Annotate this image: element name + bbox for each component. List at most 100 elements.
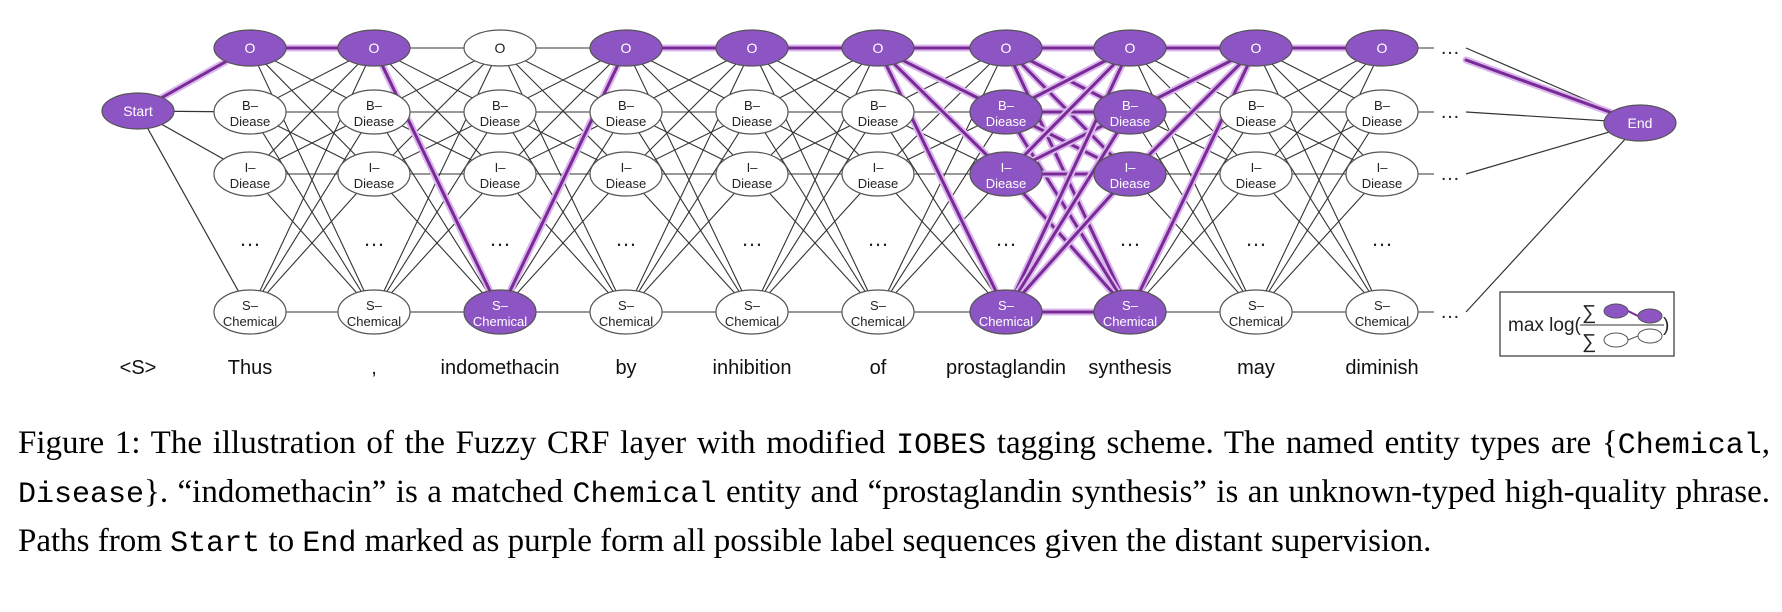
ellipsis-label: … [615, 226, 637, 251]
node-label: Diease [1236, 176, 1276, 191]
ellipsis-label: … [1440, 163, 1460, 185]
caption-code: Start [170, 527, 261, 561]
caption-text: marked as purple form all possible label… [356, 523, 1432, 559]
purple-path-segment [1004, 46, 1132, 314]
objective-formula: max log(∑∑) [1499, 291, 1675, 357]
node-label: S– [1248, 298, 1265, 313]
caption-code: Chemical [572, 478, 717, 512]
transition-line [751, 173, 879, 313]
state-node [1093, 89, 1167, 135]
caption-text: to [260, 523, 303, 559]
state-node [841, 289, 915, 335]
ellipsis-label: … [363, 226, 385, 251]
ellipsis-label: … [1440, 301, 1460, 323]
node-label: B– [242, 98, 259, 113]
node-label: I– [1377, 160, 1389, 175]
node-label: S– [1374, 298, 1391, 313]
sum-symbol: ∑ [1582, 302, 1596, 324]
state-node [337, 89, 411, 135]
node-label: Chemical [473, 314, 527, 329]
token-word: indomethacin [441, 357, 560, 379]
transition-line [751, 47, 879, 313]
caption-code: Disease [18, 478, 145, 512]
node-label: I– [1125, 160, 1137, 175]
ellipsis-label: … [867, 226, 889, 251]
transition-line [373, 173, 501, 313]
node-label: O [873, 40, 884, 56]
state-node [1093, 29, 1167, 67]
node-label: I– [621, 160, 633, 175]
node-label: I– [1001, 160, 1013, 175]
purple-path-segment [498, 46, 628, 314]
state-node [589, 289, 663, 335]
caption-text: entity and “prostaglandin synthesis” is … [18, 474, 1770, 559]
formula-suffix: ) [1663, 315, 1669, 336]
node-label: S– [618, 298, 635, 313]
state-node [969, 151, 1043, 197]
transition-line [499, 47, 627, 175]
state-node [463, 289, 537, 335]
state-node [715, 89, 789, 135]
state-node [969, 89, 1043, 135]
end-node [1603, 104, 1677, 142]
caption-text: , [1761, 425, 1770, 461]
figure-caption: Figure 1: The illustration of the Fuzzy … [18, 420, 1770, 567]
transition-line [1255, 173, 1383, 313]
node-label: I– [873, 160, 885, 175]
node-label: Chemical [599, 314, 653, 329]
node-label: S– [870, 298, 887, 313]
state-node [463, 151, 537, 197]
node-label: Diease [732, 176, 772, 191]
node-label: Diease [230, 114, 270, 129]
node-label: B– [870, 98, 887, 113]
caption-text: }. “indomethacin” is a matched [144, 474, 573, 510]
caption-code: Chemical [1617, 429, 1762, 463]
state-node [969, 289, 1043, 335]
purple-path-segment [876, 46, 1008, 314]
transition-line [625, 47, 753, 313]
node-label: S– [366, 298, 383, 313]
state-node [841, 29, 915, 67]
token-word: of [870, 357, 887, 379]
state-node [213, 29, 287, 67]
state-node [969, 29, 1043, 67]
node-label: I– [747, 160, 759, 175]
token-word: diminish [1345, 357, 1418, 379]
mini-node [1637, 308, 1663, 324]
purple-path-segment [1004, 46, 1132, 176]
node-label: Chemical [725, 314, 779, 329]
formula-prefix: max log( [1508, 315, 1582, 336]
node-label: Diease [354, 176, 394, 191]
node-label: Chemical [1103, 314, 1157, 329]
transition-line [499, 111, 627, 313]
state-node [841, 89, 915, 135]
token-word: by [615, 357, 636, 379]
node-label: O [621, 40, 632, 56]
node-label: Chemical [851, 314, 905, 329]
purple-path-segment [1128, 46, 1258, 314]
ellipsis-label: … [741, 226, 763, 251]
state-node [463, 89, 537, 135]
state-node [1093, 289, 1167, 335]
node-label: B– [744, 98, 761, 113]
transition-line [249, 111, 375, 313]
state-node [1345, 89, 1419, 135]
ellipsis-label: … [1371, 226, 1393, 251]
caption-code: IOBES [896, 429, 987, 463]
transition-line [877, 173, 1007, 313]
state-node [1093, 151, 1167, 197]
start-node [101, 92, 175, 130]
node-label: S– [1122, 298, 1139, 313]
node-label: Diease [1110, 114, 1150, 129]
state-node [715, 289, 789, 335]
node-label: Start [123, 103, 153, 119]
state-nodes: StartEndOB–DieaseI–Diease…S–ChemicalOB–D… [101, 29, 1677, 335]
state-node [213, 289, 287, 335]
transition-line [625, 47, 753, 175]
mini-edge [1627, 310, 1639, 317]
node-label: B– [998, 98, 1015, 113]
ellipsis-label: … [1440, 37, 1460, 59]
node-label: O [1001, 40, 1012, 56]
state-node [841, 151, 915, 197]
